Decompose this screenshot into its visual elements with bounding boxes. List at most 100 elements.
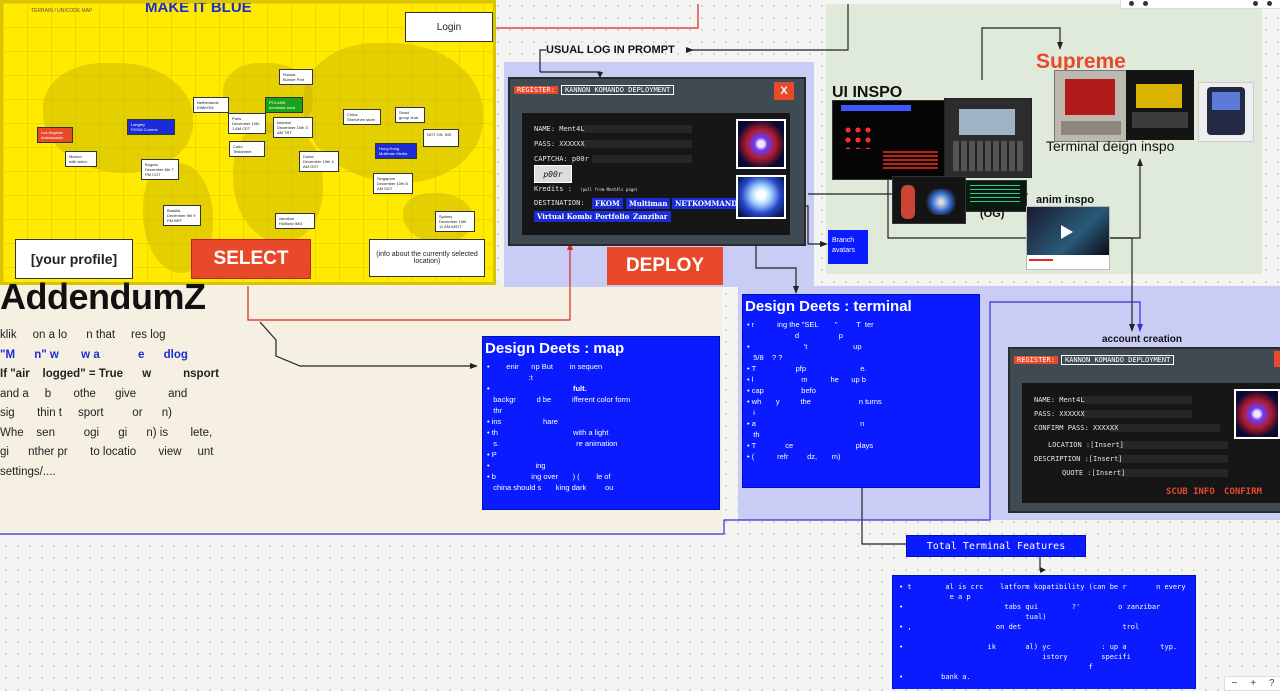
device-screen (959, 109, 1015, 135)
play-icon[interactable] (1061, 225, 1073, 239)
anim-inspo-video[interactable] (1026, 206, 1110, 270)
register-tag: REGISTER: (514, 86, 558, 94)
sub-info-button[interactable]: SCUB INFO (1166, 487, 1215, 497)
login-button[interactable]: Login (405, 12, 493, 42)
name-field[interactable]: NAME: Ment4L (534, 125, 585, 133)
dest-chip-multiman[interactable]: Multiman (626, 198, 671, 209)
toolbar-dot-icon[interactable] (1129, 1, 1134, 6)
help-button[interactable]: ? (1268, 678, 1275, 689)
ui-inspo-image-green-term (965, 180, 1027, 212)
addendum-line: settings/.... (0, 465, 56, 478)
toolbar-dot-icon[interactable] (1143, 1, 1148, 6)
dest-chip-portfolio[interactable]: Portfolio (592, 211, 633, 222)
captcha-field[interactable]: CAPTCHA: p00r (534, 155, 589, 163)
laptop-screen (1136, 84, 1182, 108)
profile-box[interactable]: [your profile] (15, 239, 133, 279)
account-description-field[interactable]: DESCRIPTION :[Insert] (1034, 455, 1123, 463)
anim-inspo-label: anim inspo (1036, 194, 1095, 206)
ui-inspo-image-anatomy (892, 176, 966, 224)
close-button[interactable]: X (774, 82, 794, 100)
hud-red-cluster (843, 125, 875, 149)
addendum-line: gi nther pr to locatio view unt (0, 446, 214, 458)
dest-chip-virtual-kombat[interactable]: Virtual Kombat (534, 211, 601, 222)
supreme-keys (1061, 121, 1121, 135)
zoom-out-button[interactable]: − (1231, 678, 1238, 689)
total-features-line: e a p (899, 593, 971, 601)
dest-chip-fkom[interactable]: FKOM (592, 198, 623, 209)
deets-map-line: :t (487, 373, 533, 382)
zoom-in-button[interactable]: + (1250, 678, 1257, 689)
field-bg (1118, 469, 1228, 477)
field-bg (1082, 396, 1192, 404)
design-deets-terminal-card: Design Deets : terminal • r ing the "SEL… (742, 294, 980, 488)
addendum-line: and a b othe give and (0, 387, 188, 400)
deets-terminal-line: • 't up (747, 342, 862, 351)
pin-not-on-ins[interactable]: NOT ON, INS (423, 129, 459, 147)
deets-terminal-line: • l m he up b (747, 375, 866, 384)
deets-terminal-line: th (747, 430, 760, 439)
top-right-toolbar (1120, 0, 1280, 9)
account-location-field[interactable]: LOCATION :[Insert] (1048, 441, 1124, 449)
account-pass-field[interactable]: PASS: XXXXXX (1034, 410, 1085, 418)
addendum-line: klik on a lo n that res log (0, 329, 166, 341)
anatomy-galaxy (923, 189, 959, 215)
deets-terminal-line: • r ing the "SEL " T ter (747, 320, 874, 329)
zoom-controls: − + ? (1224, 676, 1280, 691)
account-confirm-pass-field[interactable]: CONFIRM PASS: XXXXXX (1034, 424, 1119, 432)
field-bg (1110, 424, 1220, 432)
toolbar-dot-icon[interactable] (1253, 1, 1258, 6)
select-button[interactable]: SELECT (191, 239, 311, 279)
addendum-line: "M n" w w a e dlog (0, 348, 188, 361)
field-bg (582, 140, 692, 148)
field-bg (1082, 410, 1192, 418)
addendum-line: sig thin t sport or n) (0, 407, 172, 419)
laptop-base (1132, 112, 1188, 128)
dest-chip-zanzibar[interactable]: Zanzibar (630, 211, 671, 222)
total-features-line (899, 632, 1193, 642)
handheld-screen (1212, 92, 1240, 110)
pass-field[interactable]: PASS: XXXXXX (534, 140, 585, 148)
deets-terminal-line: • wh y the n turns (747, 397, 882, 406)
addendum-body: klik on a lo n that res log "M n" w w a … (0, 326, 340, 482)
total-features-line: • bank a. (899, 673, 971, 681)
deets-map-line: • ins hare (487, 417, 558, 426)
total-features-line: istory specifi (899, 653, 1131, 661)
field-bg (1118, 455, 1228, 463)
confirm-button[interactable]: CONFIRM (1224, 487, 1262, 497)
account-quote-field[interactable]: QUOTE :[Insert] (1062, 469, 1126, 477)
register-title: KANNON KOMANDO DEPLOYMENT (560, 85, 675, 95)
register-terminal-body: NAME: Ment4L PASS: XXXXXX CAPTCHA: p00r … (522, 113, 790, 235)
ui-inspo-image-hud (832, 100, 946, 180)
deploy-button[interactable]: DEPLOY (607, 247, 723, 285)
deets-terminal-line: 5/8 ? ? (747, 353, 783, 362)
account-register-title: KANNON KOMANDO DEPLOYMENT (1060, 355, 1175, 365)
deets-terminal-line: d p (747, 331, 843, 340)
deets-map-line: • b ing over ) ( le of (487, 472, 611, 481)
deets-map-line: • P (487, 450, 497, 459)
total-features-line: • ik al) yc : up a typ. me and (899, 643, 1178, 651)
green-term-lines (970, 185, 1020, 205)
world-map[interactable]: TERRAIN / UNICODE MAP MAKE IT BLUE Login… (0, 0, 496, 285)
dest-chip-netkommand[interactable]: NETKOMMAND (672, 198, 741, 209)
account-name-field[interactable]: NAME: Ment4L (1034, 396, 1085, 404)
toolbar-dot-icon[interactable] (1267, 1, 1272, 6)
